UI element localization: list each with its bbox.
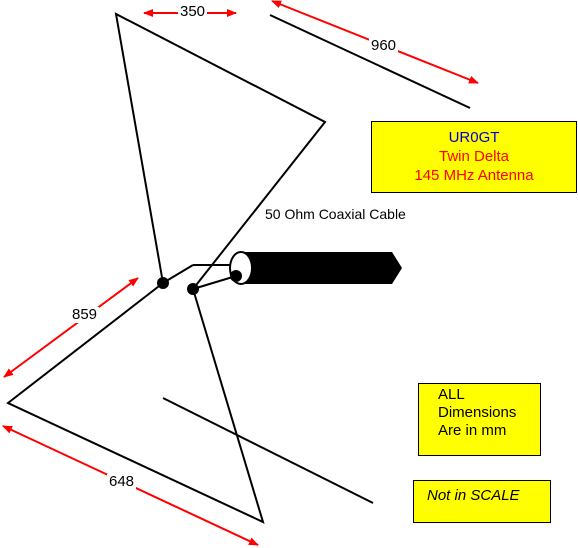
dimension-label-top: 350 [178,3,208,20]
antenna-type: Twin Delta [438,148,510,165]
title-box: UR0GT Twin Delta 145 MHz Antenna [371,121,577,193]
dimensions-note-line: Dimensions [438,404,517,421]
antenna-frequency: 145 MHz Antenna [414,167,534,184]
feed-point [230,270,242,282]
feed-wire-center [192,275,237,290]
coaxial-cable [240,252,402,284]
dimensions-note-line: ALL [438,386,465,403]
upper-reflector-wire [269,14,471,109]
scale-note: Not in SCALE [413,480,551,523]
dimension-arrow-left [3,277,139,378]
upper-delta-element [114,12,327,290]
dimensions-note-line: Are in mm [438,422,507,439]
feed-point [157,277,169,289]
dimension-label-bottom: 648 [107,473,137,490]
scale-note-text: Not in SCALE [427,487,520,504]
feed-point [187,283,199,295]
lower-reflector-wire [162,397,374,504]
dimension-label-right-top: 960 [369,37,399,54]
dimension-label-left: 859 [70,306,100,323]
callsign: UR0GT [448,129,500,146]
cable-label: 50 Ohm Coaxial Cable [265,206,406,222]
dimensions-note: ALL Dimensions Are in mm [418,383,541,456]
